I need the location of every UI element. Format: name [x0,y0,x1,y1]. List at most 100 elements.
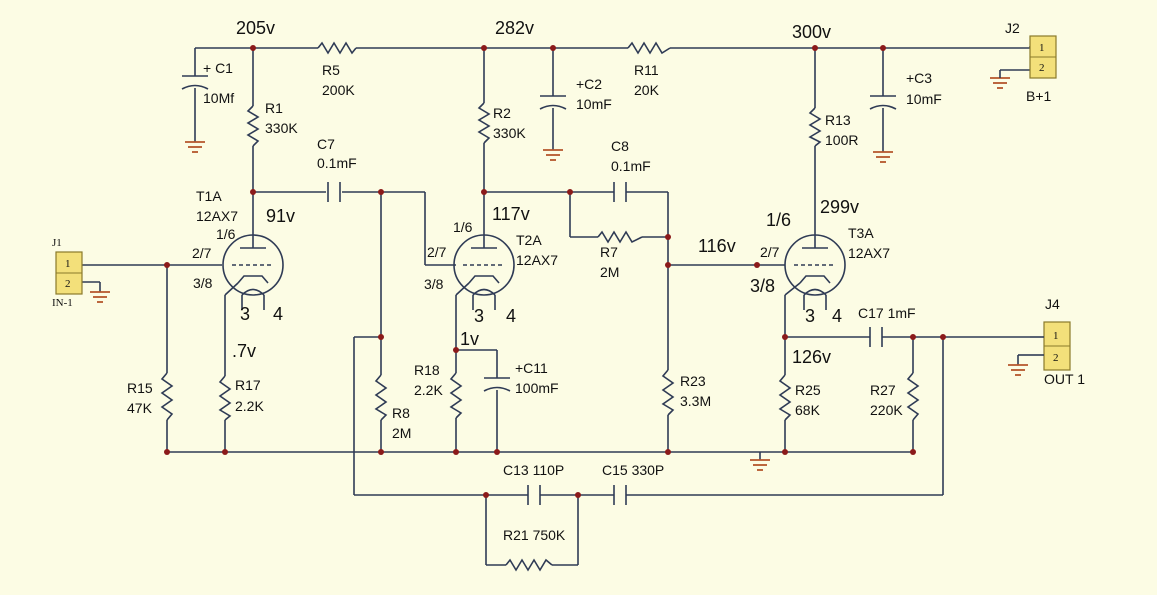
component-label: +C2 [576,76,602,92]
tube-t1a [222,233,284,310]
component-label: R25 [795,382,821,398]
voltage-label: 282v [495,18,534,38]
connector-pin: 2 [1039,62,1045,74]
tube-t2a [453,233,515,310]
component-label: R23 [680,373,706,389]
tube-t3a [784,234,846,310]
capacitor-c8 [613,182,627,202]
component-label: C17 1mF [858,305,916,321]
component-label: C8 [611,138,629,154]
resistor-r15 [160,372,174,421]
ground-icon [185,141,205,153]
connector-label: OUT 1 [1044,371,1085,387]
component-label: +C3 [906,70,932,86]
tube-pin-label: 3 [805,306,815,326]
tube-pin-label: 2/7 [427,244,447,260]
connector-label: J4 [1045,296,1060,312]
component-label: 20K [634,82,660,98]
tube-pin-label: 3 [474,306,484,326]
component-label: R17 [235,377,261,393]
component-label: 47K [127,400,153,416]
voltage-label: 1v [460,329,479,349]
tube-pin-label: 2/7 [760,244,780,260]
component-label: R2 [493,105,511,121]
component-label: 330K [265,120,298,136]
connector-label: J2 [1005,20,1020,36]
ground-icon [90,291,110,303]
capacitor-c7 [327,182,341,202]
resistor-r11 [627,41,671,55]
component-label: 0.1mF [611,158,651,174]
tube-label: 12AX7 [196,208,238,224]
component-label: 2.2K [414,382,443,398]
component-label: C15 330P [602,462,664,478]
junctions [164,45,946,498]
component-label: R5 [322,62,340,78]
tube-pin-label: 1/6 [453,219,473,235]
connector-pin: 2 [1053,352,1059,364]
component-label: 100mF [515,380,559,396]
tube-pin-label: 3/8 [750,276,775,296]
resistor-r23 [661,369,675,416]
connector-j4 [1030,321,1071,371]
connector-j1 [55,251,83,295]
resistor-r27 [906,372,920,421]
ground-icon [873,151,893,163]
component-label: R13 [825,112,851,128]
component-label: 0.1mF [317,155,357,171]
tube-pin-label: 4 [506,306,516,326]
tube-pin-label: 3 [240,304,250,324]
component-label: R15 [127,380,153,396]
component-label: R1 [265,100,283,116]
resistor-r13 [808,107,822,147]
tube-label: 12AX7 [848,245,890,261]
tube-label: T1A [196,188,222,204]
component-label: 10mF [906,91,942,107]
component-label: R7 [600,244,618,260]
tube-label: 12AX7 [516,252,558,268]
voltage-label: .7v [232,341,256,361]
component-label: + C1 [203,60,233,76]
tube-pin-label: 3/8 [193,275,213,291]
component-label: 330K [493,125,526,141]
component-label: 3.3M [680,393,711,409]
component-label: +C11 [515,360,548,376]
component-label: R8 [392,405,410,421]
connector-label: J1 [52,237,62,249]
connector-j2 [1029,35,1057,79]
resistor-r25 [778,374,792,421]
capacitor-c11 [483,377,511,392]
resistor-r8 [374,374,388,421]
ground-icon [990,77,1010,89]
tube-pin-label: 4 [832,306,842,326]
component-label: 100R [825,132,858,148]
capacitor-c15 [613,485,627,505]
ground-symbols [90,69,1030,471]
resistor-r17 [218,375,232,421]
resistor-r18 [449,372,463,419]
capacitor-c3 [869,95,897,110]
resistor-r7 [597,230,643,244]
component-label: 2M [600,264,619,280]
connector-label: B+1 [1026,88,1052,104]
component-label: 2.2K [235,398,264,414]
voltage-label: 117v [492,204,530,224]
resistors [160,41,920,572]
connector-pin: 1 [65,258,71,270]
voltage-label: 126v [792,347,831,367]
tube-label: T2A [516,232,542,248]
ground-icon [750,459,770,471]
tube-pin-label: 2/7 [192,245,212,261]
component-label: R18 [414,362,440,378]
connector-pin: 1 [1053,330,1059,342]
capacitor-c17 [869,327,883,347]
resistor-r2 [477,102,491,144]
capacitor-c13 [527,485,541,505]
capacitors [181,75,897,505]
resistor-r5 [317,41,357,55]
connector-pin: 2 [65,278,71,290]
component-label: R27 [870,382,896,398]
capacitor-c2 [539,95,567,110]
